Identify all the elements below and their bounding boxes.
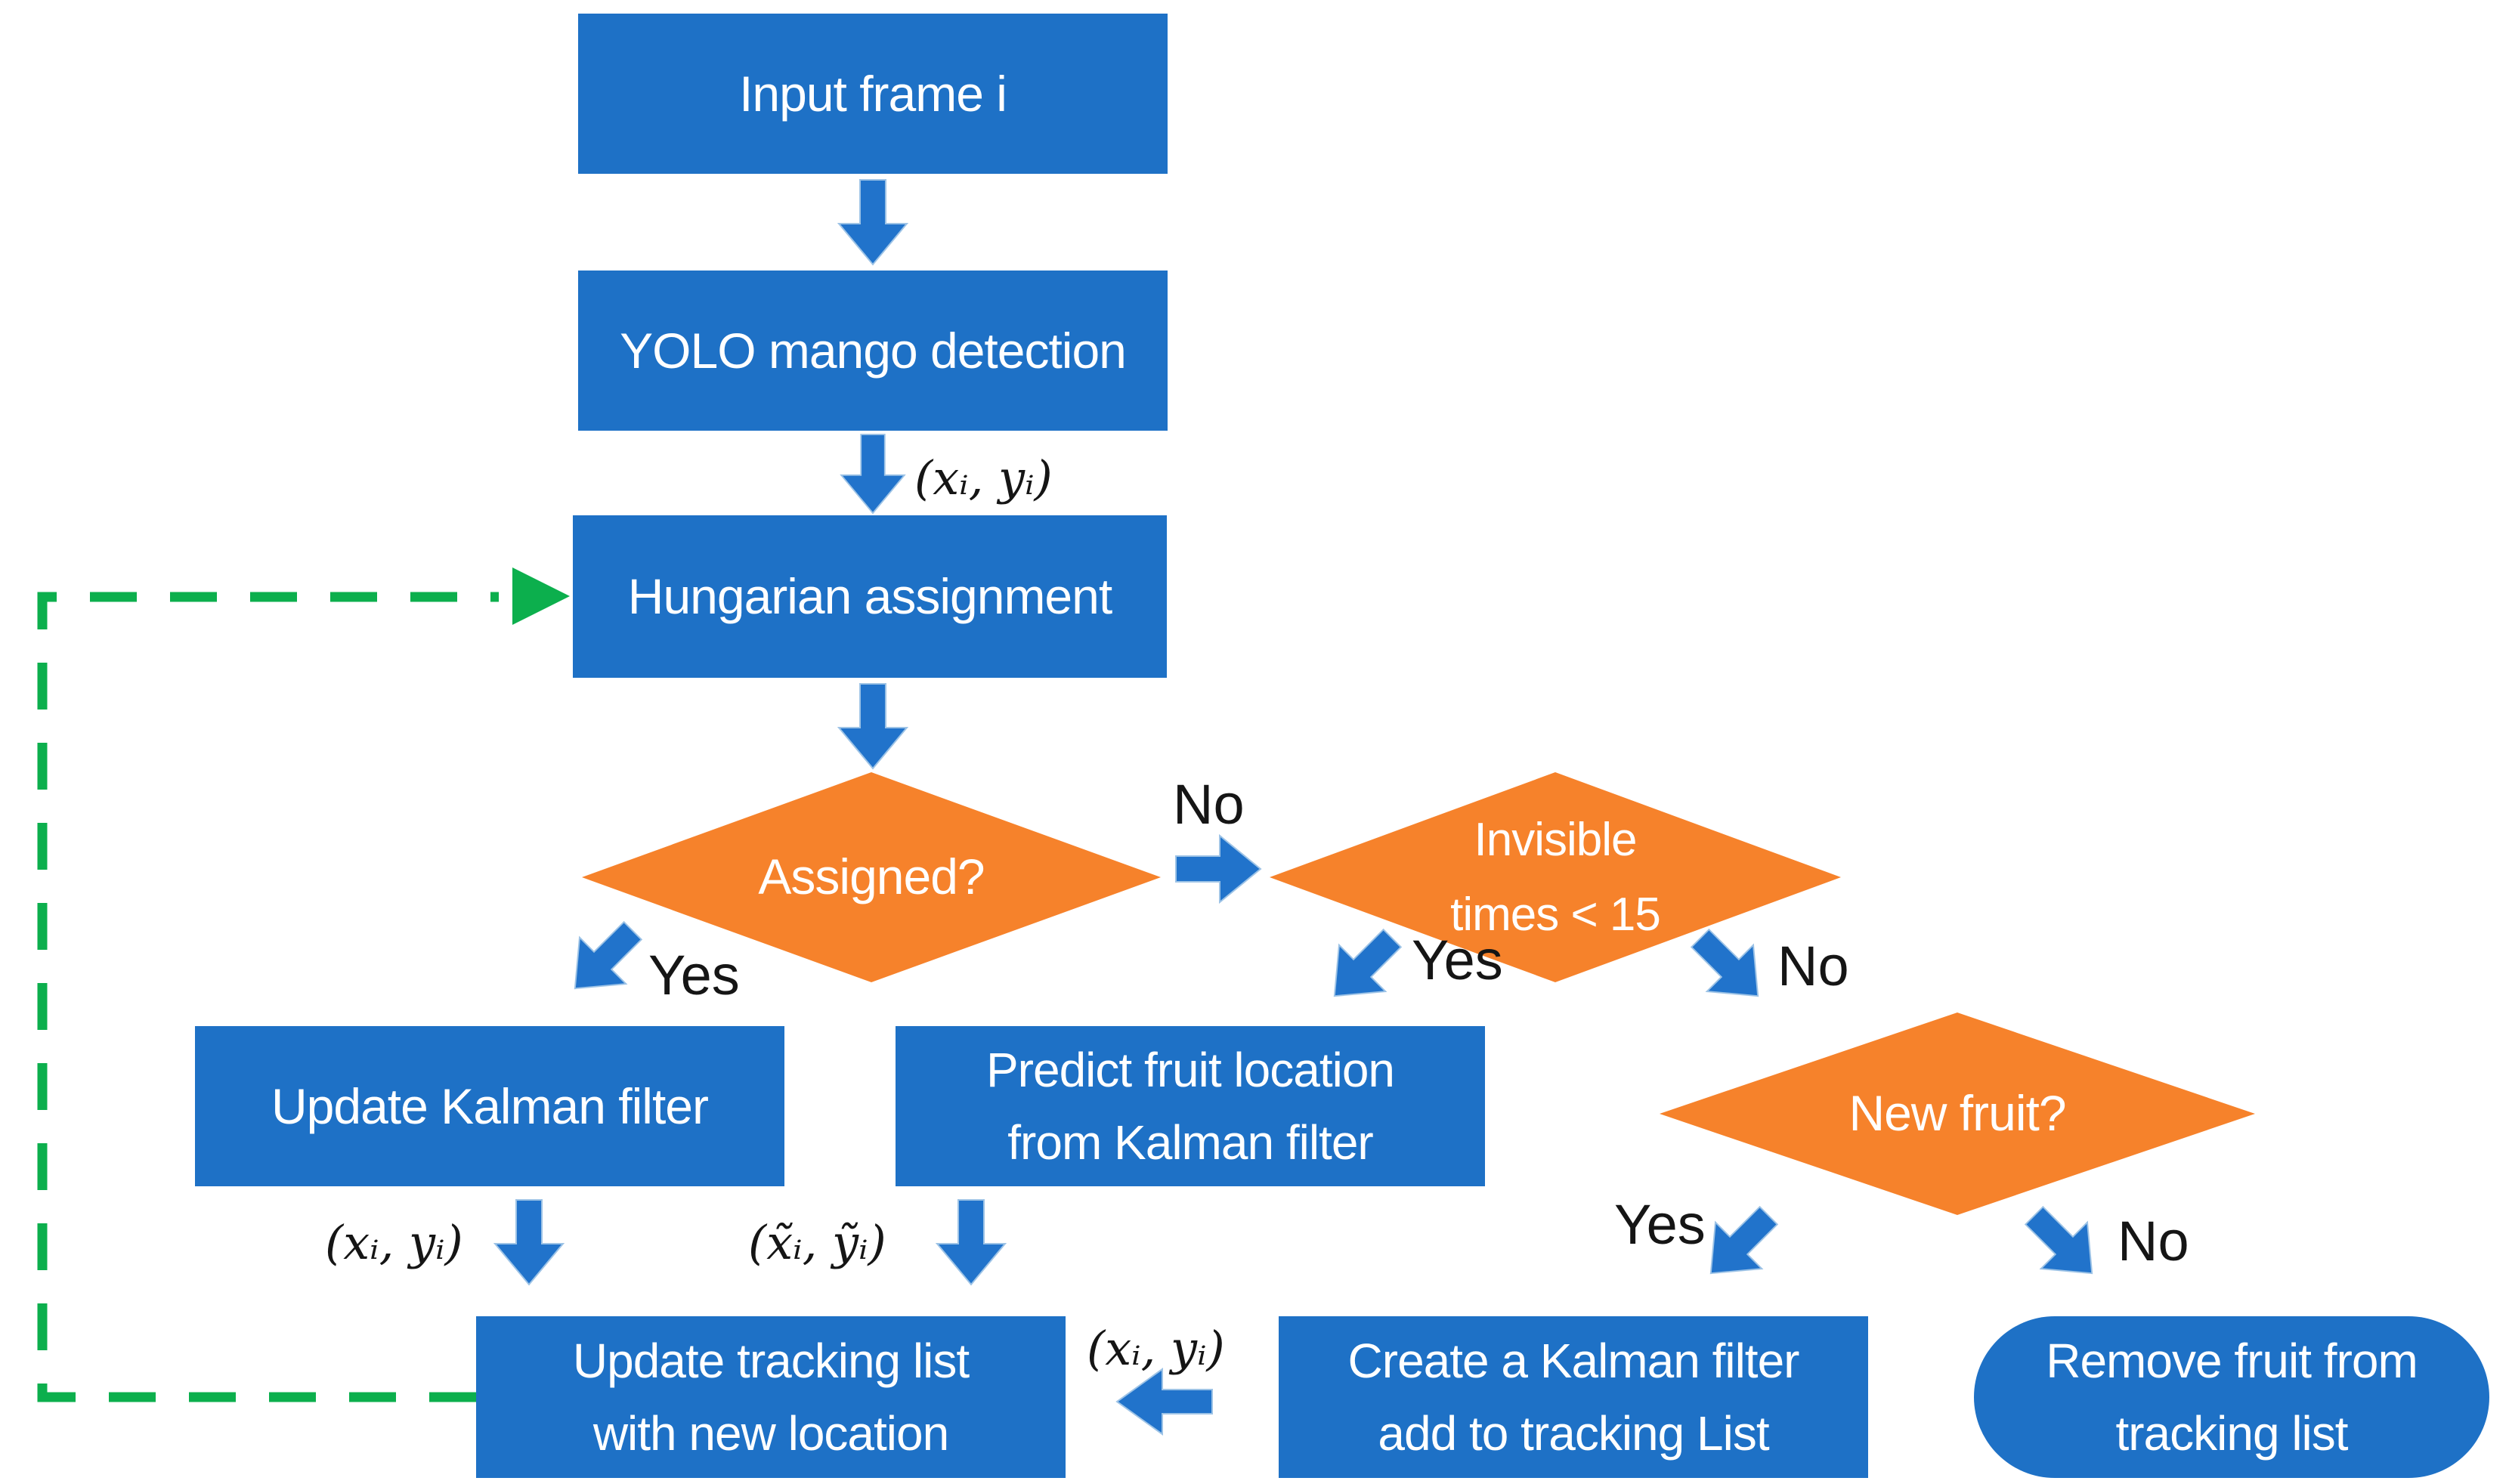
arrow-predict-to-tracking xyxy=(935,1199,1007,1286)
arrow-yolo-to-hungarian xyxy=(839,434,907,515)
arrow-updatekalman-to-tracking xyxy=(493,1199,565,1286)
node-predict-fruit-location: Predict fruit location from Kalman filte… xyxy=(896,1026,1485,1186)
node-create-kalman-filter: Create a Kalman filter add to tracking L… xyxy=(1279,1316,1868,1478)
arrow-input-to-yolo xyxy=(837,179,909,266)
label-newfruit-yes: Yes xyxy=(1614,1193,1706,1256)
label-update-coordinates: (xᵢ, yᵢ) xyxy=(325,1215,463,1270)
label-detection-coordinates: (xᵢ, yᵢ) xyxy=(914,450,1053,505)
arrow-newfruit-yes xyxy=(1688,1192,1793,1297)
label-assigned-yes: Yes xyxy=(648,944,740,1006)
label-create-coordinates: (xᵢ, yᵢ) xyxy=(1087,1321,1225,1376)
label-predicted-coordinates: (x̃ᵢ, ỹᵢ) xyxy=(748,1215,886,1270)
label-newfruit-no: No xyxy=(2118,1210,2189,1272)
arrow-create-to-tracking xyxy=(1115,1368,1213,1436)
arrow-assigned-yes xyxy=(552,907,657,1013)
label-invisible-no: No xyxy=(1777,935,1849,997)
node-remove-fruit: Remove fruit from tracking list xyxy=(1974,1316,2489,1478)
label-assigned-no: No xyxy=(1173,773,1245,836)
arrow-assigned-to-invisible xyxy=(1175,833,1262,904)
node-hungarian-assignment: Hungarian assignment xyxy=(573,515,1167,678)
feedback-arrowhead-icon xyxy=(512,567,570,625)
node-yolo-detection: YOLO mango detection xyxy=(578,271,1168,431)
node-input-frame: Input frame i xyxy=(578,14,1168,174)
arrow-hungarian-to-assigned xyxy=(837,683,909,770)
arrow-newfruit-no xyxy=(2011,1192,2116,1297)
node-update-tracking-list: Update tracking list with new location xyxy=(476,1316,1066,1478)
arrow-invisible-yes xyxy=(1311,915,1416,1020)
arrow-invisible-no xyxy=(1677,915,1782,1020)
node-update-kalman-filter: Update Kalman filter xyxy=(195,1026,784,1186)
label-invisible-yes: Yes xyxy=(1412,929,1503,991)
